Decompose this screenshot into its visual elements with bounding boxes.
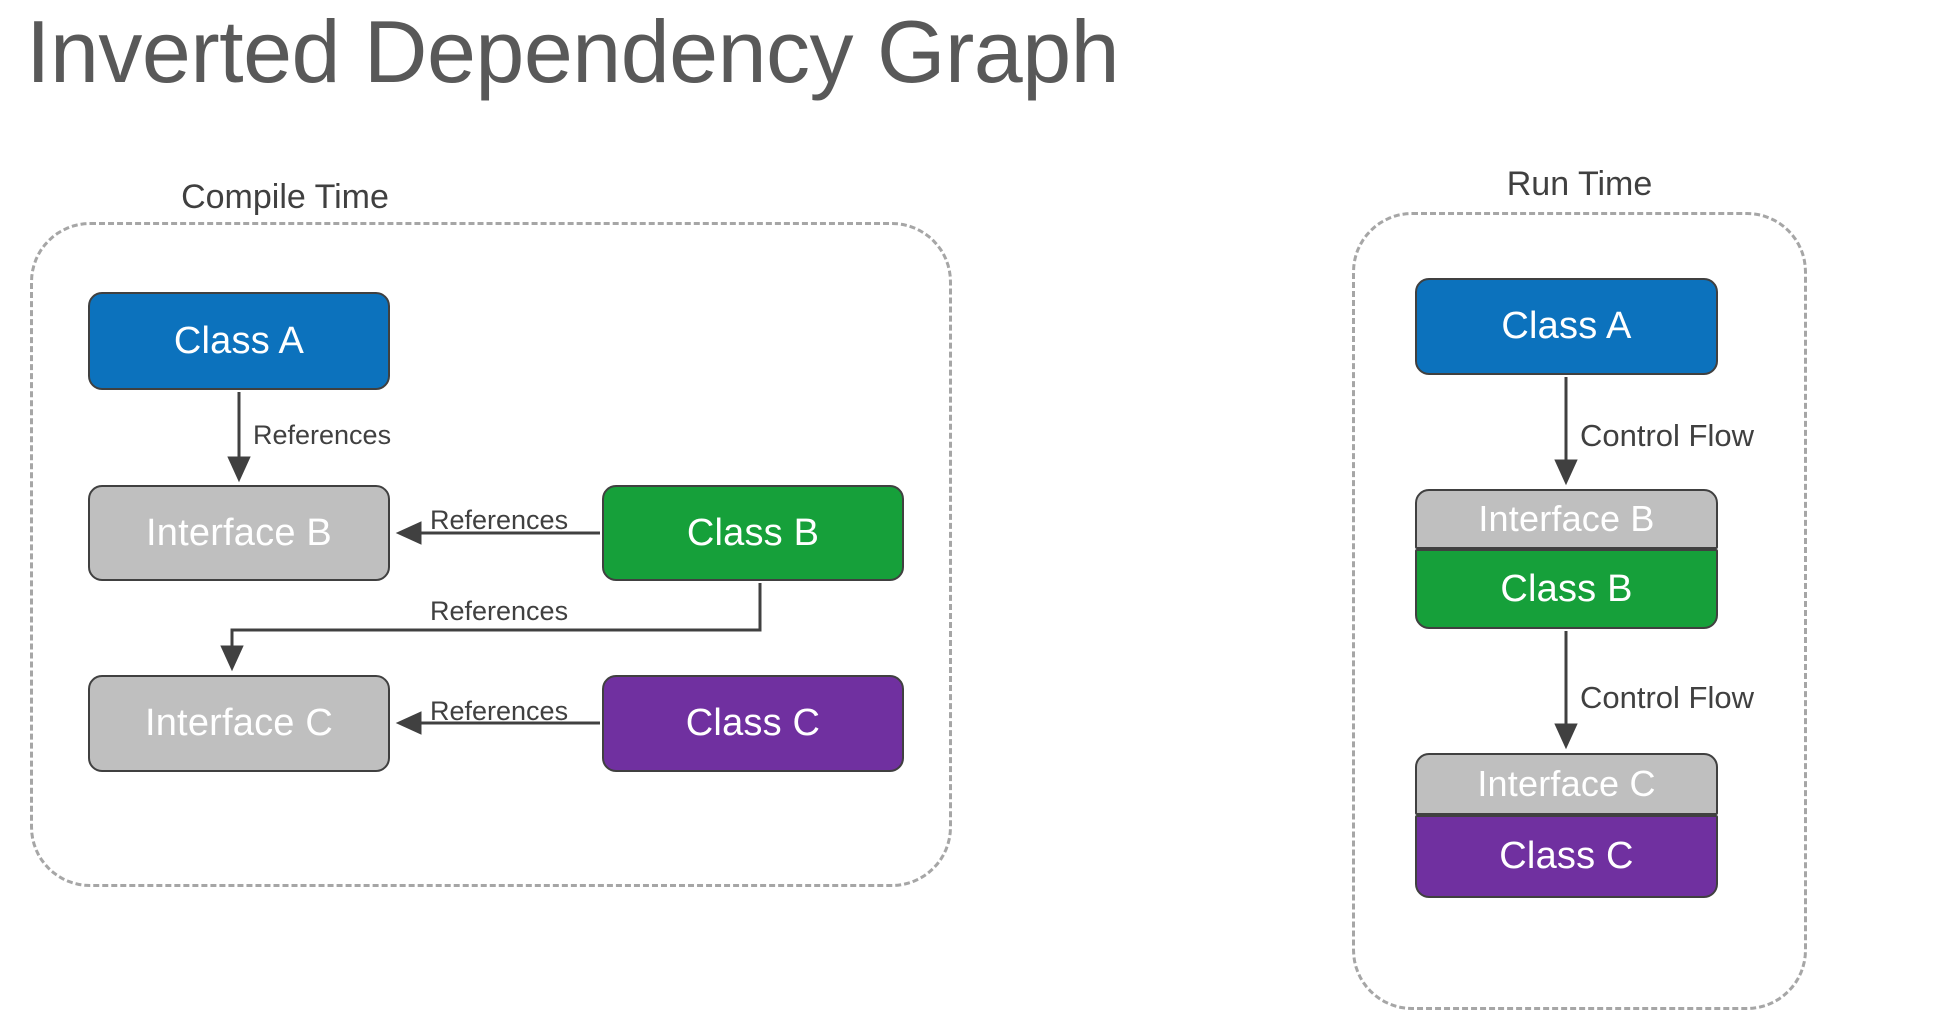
runtime-class-b-node[interactable]: Class B: [1415, 549, 1718, 629]
edge-label-b-to-interface-b: References: [430, 505, 569, 535]
compile-class-a-node[interactable]: Class A: [88, 292, 390, 390]
page-title: Inverted Dependency Graph: [26, 2, 1120, 101]
edge-label-runtime-a-to-b: Control Flow: [1580, 418, 1754, 453]
edge-label-c-to-interface-c: References: [430, 696, 569, 726]
runtime-class-a-node[interactable]: Class A: [1415, 278, 1718, 375]
edge-label-a-to-interface-b: References: [253, 420, 392, 450]
compile-class-c-node[interactable]: Class C: [602, 675, 904, 772]
runtime-class-c-node[interactable]: Class C: [1415, 815, 1718, 898]
compile-interface-c-node[interactable]: Interface C: [88, 675, 390, 772]
compile-time-group-box: [30, 222, 952, 887]
runtime-interface-b-node[interactable]: Interface B: [1415, 489, 1718, 549]
runtime-interface-c-node[interactable]: Interface C: [1415, 753, 1718, 815]
run-time-group-label: Run Time: [1506, 165, 1653, 203]
compile-class-b-node[interactable]: Class B: [602, 485, 904, 581]
edge-label-runtime-b-to-c: Control Flow: [1580, 680, 1754, 715]
edge-label-b-to-interface-c: References: [430, 596, 569, 626]
compile-time-group-label: Compile Time: [181, 178, 389, 216]
run-time-group-box: [1352, 212, 1807, 1010]
compile-interface-b-node[interactable]: Interface B: [88, 485, 390, 581]
